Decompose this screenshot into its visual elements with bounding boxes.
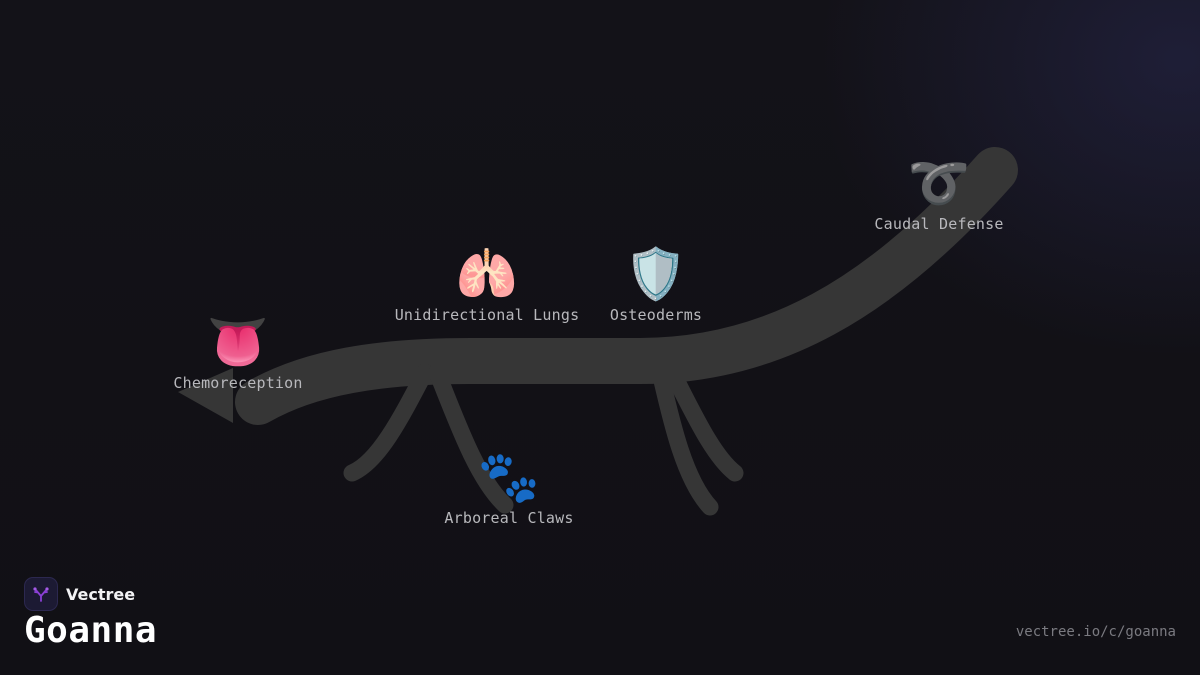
silhouette-tongue	[178, 368, 233, 423]
silhouette-body	[235, 147, 1018, 425]
trait-unidirectional-lungs: 🫁 Unidirectional Lungs	[395, 246, 580, 324]
trait-label: Unidirectional Lungs	[394, 306, 580, 324]
lungs-icon: 🫁	[455, 245, 519, 303]
trait-label: Osteoderms	[609, 306, 703, 324]
shield-icon: 🛡️	[624, 245, 688, 303]
silhouette-front-leg-right	[428, 363, 514, 514]
trait-label: Caudal Defense	[874, 215, 1004, 233]
brand: Vectree	[24, 577, 135, 611]
source-url[interactable]: vectree.io/c/goanna	[1015, 624, 1176, 640]
brand-name: Vectree	[66, 584, 136, 604]
tongue-icon: 👅	[206, 313, 270, 371]
silhouette-hind-leg-left	[651, 363, 719, 516]
branching-tree-logo-icon	[24, 577, 58, 611]
silhouette-hind-leg-right	[663, 363, 744, 482]
trait-arboreal-claws: 🐾 Arboreal Claws	[444, 449, 573, 527]
trait-osteoderms: 🛡️ Osteoderms	[610, 246, 702, 324]
trait-label: Chemoreception	[173, 374, 303, 392]
page-title: Goanna	[24, 610, 158, 651]
curly-loop-icon: ➰	[907, 154, 971, 212]
silhouette-front-leg-left	[343, 363, 434, 482]
trait-label: Arboreal Claws	[444, 509, 574, 527]
trait-caudal-defense: ➰ Caudal Defense	[874, 155, 1003, 233]
paw-prints-icon: 🐾	[477, 448, 541, 506]
trait-chemoreception: 👅 Chemoreception	[173, 314, 302, 392]
